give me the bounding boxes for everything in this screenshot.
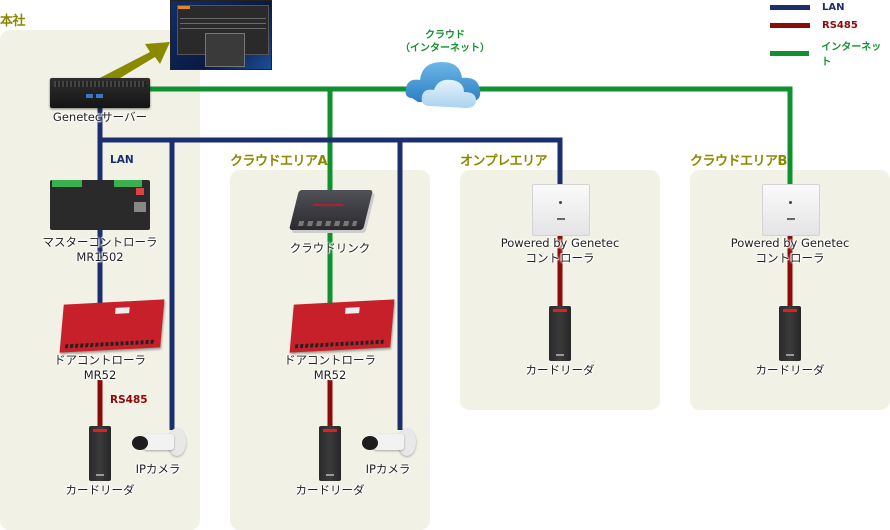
lan-line-backbone (100, 137, 563, 186)
row-line (180, 18, 266, 19)
camera-body (370, 434, 404, 450)
legend-label-lan: LAN (822, 2, 845, 13)
genetec-server-icon (50, 78, 150, 108)
card-reader-label-onprem: カードリーダ (525, 363, 595, 377)
ip-camera-label-cloud-a: IPカメラ (365, 462, 411, 476)
card-reader-label-hq: カードリーダ (65, 483, 135, 497)
legend-item-internet: インターネット (770, 38, 890, 68)
door-controller-name: ドアコントローラ (284, 353, 376, 367)
legend-swatch-rs485 (770, 23, 810, 28)
camera-lens (132, 436, 148, 450)
controller-brand: Powered by Genetec (730, 236, 850, 250)
ip-camera-label-hq: IPカメラ (135, 462, 181, 476)
legend-swatch-lan (770, 5, 810, 10)
area-title-cloud-b: クラウドエリアB (690, 154, 787, 169)
cloud-label-line2: （インターネット） (400, 43, 490, 54)
ethernet-port (134, 202, 146, 212)
legend-swatch-internet (770, 50, 810, 56)
camera-body (140, 434, 174, 450)
ip-camera-icon-hq (130, 428, 186, 458)
usb-port (96, 94, 103, 98)
card-reader-icon-hq (89, 426, 111, 481)
controller-brand: Powered by Genetec (500, 236, 620, 250)
terminal-block (52, 180, 82, 187)
legend-label-internet: インターネット (821, 42, 882, 68)
door-controller-icon-cloud-a (289, 299, 395, 353)
genetec-controller-label-cloud-b: Powered by Genetec コントローラ (731, 236, 850, 266)
cloud-label-line1: クラウド (425, 30, 465, 41)
security-center-screenshot (170, 0, 272, 70)
master-controller-icon (50, 180, 150, 230)
door-controller-model: MR52 (313, 368, 347, 382)
card-reader-label-cloud-b: カードリーダ (755, 363, 825, 377)
area-title-cloud-a: クラウドエリアA (230, 154, 328, 169)
rs485-label: RS485 (110, 394, 148, 406)
master-controller-name: マスターコントローラ (42, 235, 158, 249)
card-reader-label-cloud-a: カードリーダ (295, 483, 365, 497)
area-title-onprem: オンプレエリア (460, 154, 548, 169)
genetec-controller-icon-onprem (532, 184, 590, 236)
row-line (180, 23, 266, 24)
title-accent (178, 6, 190, 9)
master-controller-model: MR1502 (76, 250, 124, 264)
controller-name: コントローラ (525, 251, 595, 265)
app-dialog (205, 33, 245, 67)
door-controller-label-hq: ドアコントローラ MR52 (54, 353, 146, 383)
genetec-server-label: Genetecサーバー (52, 110, 148, 124)
door-controller-label-cloud-a: ドアコントローラ MR52 (284, 353, 376, 383)
row-line (180, 28, 266, 29)
genetec-controller-label-onprem: Powered by Genetec コントローラ (501, 236, 620, 266)
terminal-block (114, 180, 142, 187)
camera-lens (362, 436, 378, 450)
cloud-link-label: クラウドリンク (289, 241, 371, 255)
card-reader-icon-cloud-a (319, 426, 341, 481)
legend-label-rs485: RS485 (822, 20, 858, 31)
door-controller-model: MR52 (83, 368, 117, 382)
legend-item-rs485: RS485 (770, 20, 858, 31)
ip-camera-icon-cloud-a (360, 428, 416, 458)
card-reader-icon-cloud-b (779, 306, 801, 361)
indicator (136, 188, 144, 195)
cloud-icon (405, 62, 481, 108)
internet-line-main (146, 86, 793, 186)
cloud-link-icon (289, 190, 373, 230)
door-controller-icon-hq (59, 299, 165, 353)
legend-item-lan: LAN (770, 2, 844, 13)
controller-name: コントローラ (755, 251, 825, 265)
area-title-hq: 本社 (0, 14, 26, 29)
card-reader-icon-onprem (549, 306, 571, 361)
lan-label: LAN (110, 154, 134, 166)
usb-port (86, 94, 93, 98)
door-controller-name: ドアコントローラ (54, 353, 146, 367)
genetec-controller-icon-cloud-b (762, 184, 820, 236)
master-controller-label: マスターコントローラ MR1502 (43, 235, 158, 265)
